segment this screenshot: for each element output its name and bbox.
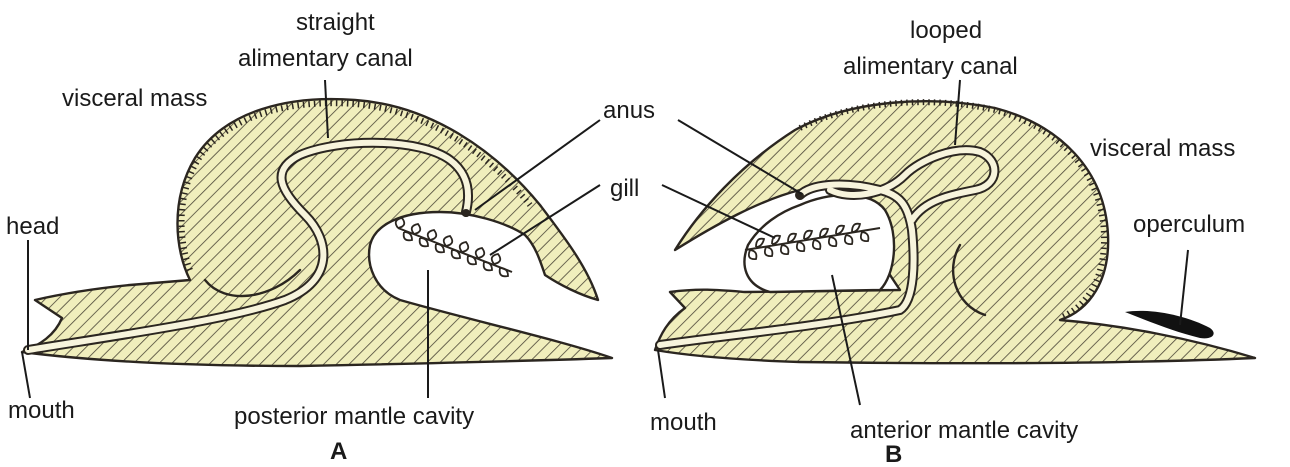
label-looped-canal: alimentary canal xyxy=(843,53,1018,80)
label-visceral-mass-a: visceral mass xyxy=(62,85,207,112)
label-anus: anus xyxy=(603,97,655,124)
caption-b: B xyxy=(885,441,902,467)
label-anterior-mantle-cavity: anterior mantle cavity xyxy=(850,417,1078,444)
label-posterior-mantle-cavity: posterior mantle cavity xyxy=(234,403,474,430)
label-head: head xyxy=(6,213,59,240)
label-straight: straight xyxy=(296,9,375,36)
label-mouth-a: mouth xyxy=(8,397,75,424)
label-mouth-b: mouth xyxy=(650,409,717,436)
label-straight-canal: alimentary canal xyxy=(238,45,413,72)
label-looped: looped xyxy=(910,17,982,44)
snail-a-anus xyxy=(462,209,470,217)
snail-a-gill xyxy=(396,218,512,276)
label-operculum: operculum xyxy=(1133,211,1245,238)
caption-a: A xyxy=(330,438,347,465)
label-visceral-mass-b: visceral mass xyxy=(1090,135,1235,162)
label-gill: gill xyxy=(610,175,639,202)
